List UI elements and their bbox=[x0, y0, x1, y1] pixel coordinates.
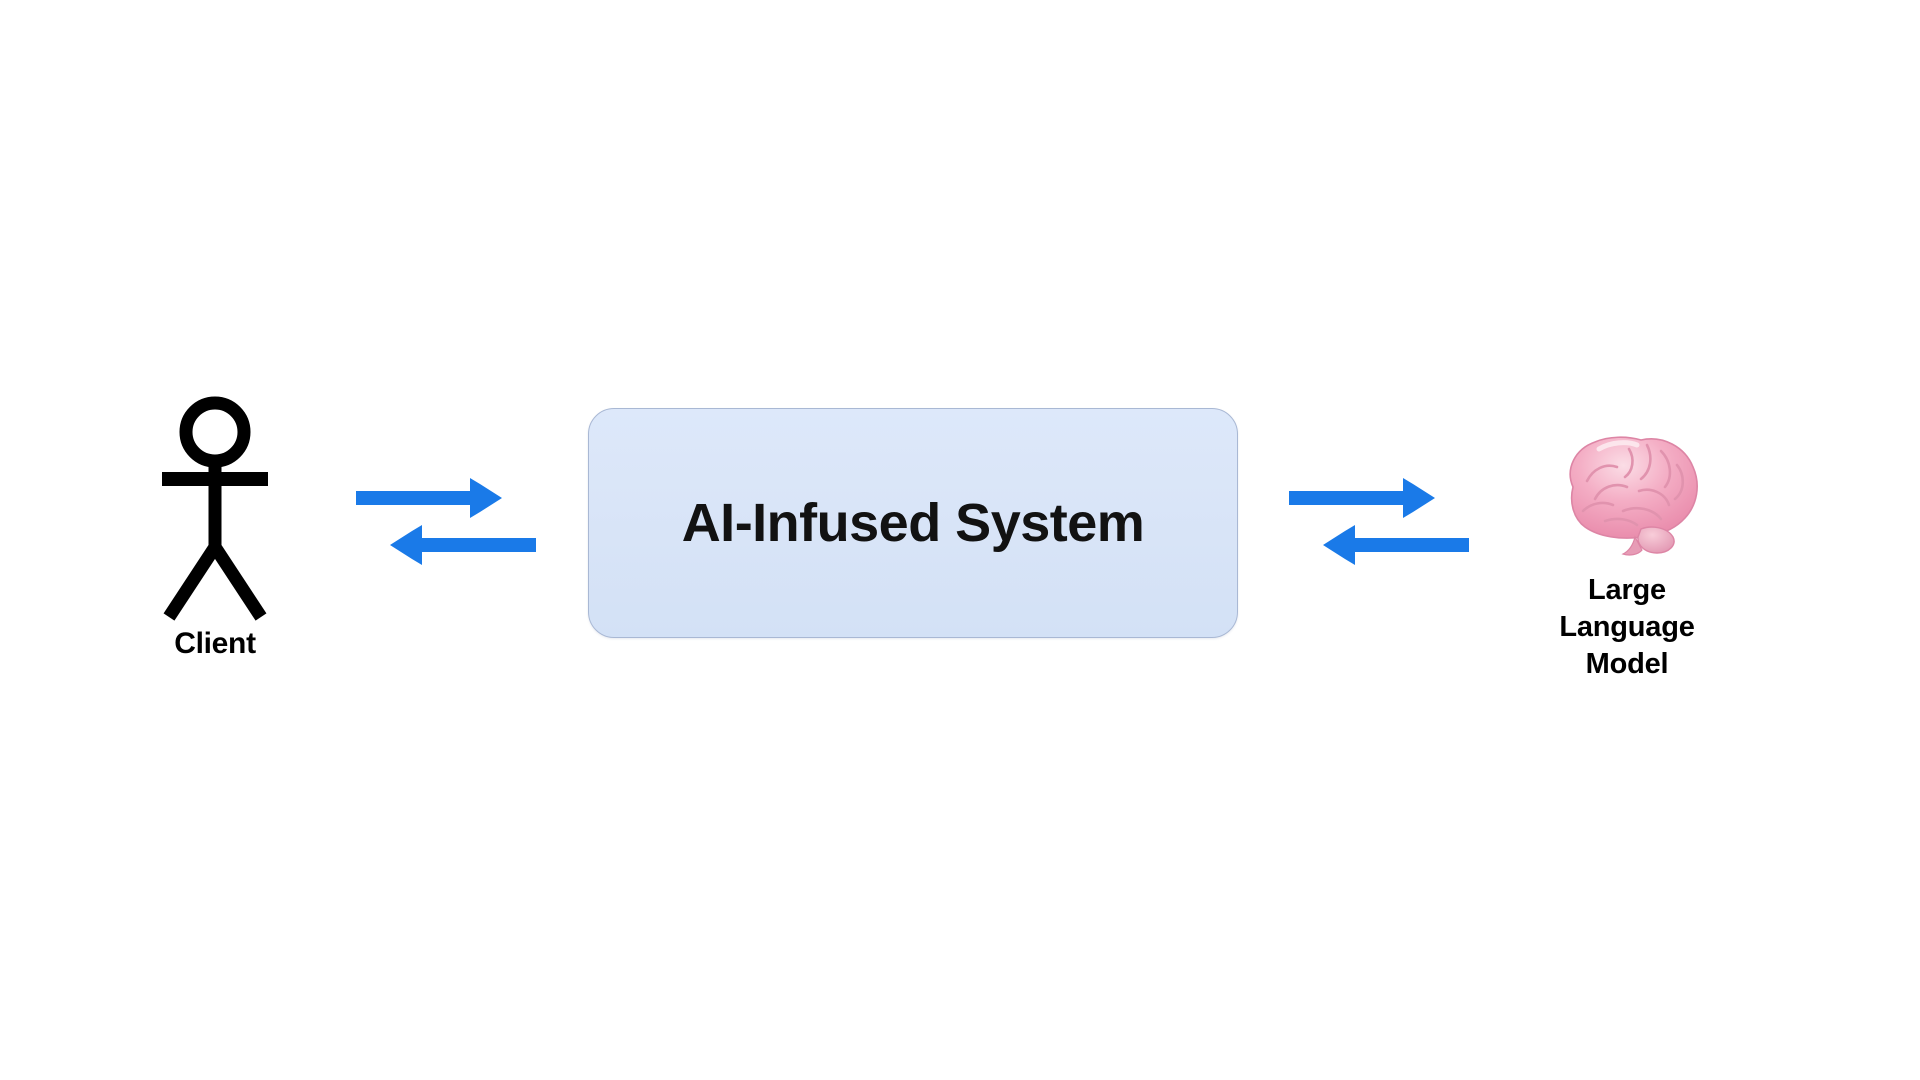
ai-infused-system-box[interactable]: AI-Infused System bbox=[588, 408, 1238, 638]
llm-label-line-3: Model bbox=[1585, 648, 1669, 681]
arrow-llm-to-system bbox=[1323, 525, 1469, 565]
llm-node[interactable]: Large Language Model bbox=[1512, 420, 1742, 700]
brain-icon bbox=[1512, 420, 1742, 570]
arrow-client-to-system bbox=[356, 478, 502, 518]
llm-label-line-2: Language bbox=[1559, 611, 1695, 644]
stick-figure-person-icon bbox=[120, 395, 310, 625]
llm-label-line-1: Large bbox=[1588, 574, 1666, 606]
system-llm-arrow-pair bbox=[1285, 470, 1473, 580]
client-node[interactable]: Client bbox=[120, 395, 310, 695]
llm-label: Large Language Model bbox=[1512, 572, 1742, 683]
client-label: Client bbox=[174, 627, 256, 660]
client-system-arrow-pair bbox=[352, 470, 540, 580]
arrow-system-to-client bbox=[390, 525, 536, 565]
arrow-system-to-llm bbox=[1289, 478, 1435, 518]
ai-infused-system-title: AI-Infused System bbox=[681, 493, 1145, 553]
